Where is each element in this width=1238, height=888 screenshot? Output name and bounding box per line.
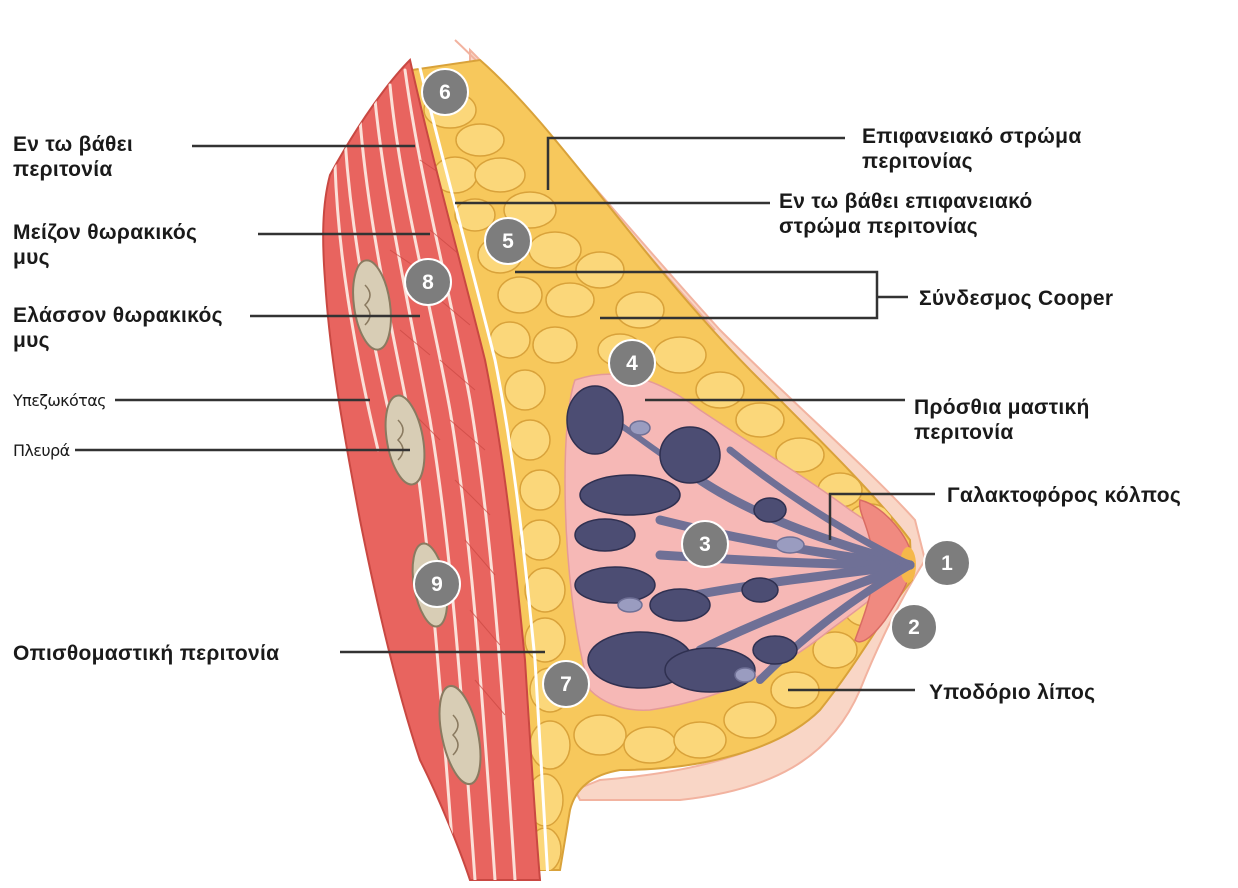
marker-5: 5 (485, 218, 531, 264)
marker-3: 3 (682, 521, 728, 567)
marker-9: 9 (414, 561, 460, 607)
label-retromammary-fascia: Οπισθομαστική περιτονία (13, 641, 279, 666)
label-lactiferous-sinus: Γαλακτοφόρος κόλπος (947, 483, 1181, 508)
svg-text:4: 4 (626, 352, 638, 375)
marker-1: 1 (924, 540, 970, 586)
label-subcutaneous-fat: Υποδόριο λίπος (929, 680, 1095, 705)
marker-4: 4 (609, 340, 655, 386)
label-cooper-ligament: Σύνδεσμος Cooper (919, 286, 1113, 311)
label-pleura: Υπεζωκότας (13, 391, 106, 411)
marker-8: 8 (405, 259, 451, 305)
svg-text:2: 2 (908, 616, 920, 639)
svg-text:1: 1 (941, 552, 953, 575)
leader-superficial-fascia (548, 138, 845, 190)
marker-7: 7 (543, 661, 589, 707)
svg-text:3: 3 (699, 533, 711, 556)
svg-text:7: 7 (560, 673, 572, 696)
svg-text:6: 6 (439, 81, 451, 104)
svg-text:8: 8 (422, 271, 434, 294)
label-rib: Πλευρά (13, 441, 70, 461)
svg-text:5: 5 (502, 230, 514, 253)
marker-2: 2 (891, 604, 937, 650)
svg-text:9: 9 (431, 573, 443, 596)
marker-6: 6 (422, 69, 468, 115)
